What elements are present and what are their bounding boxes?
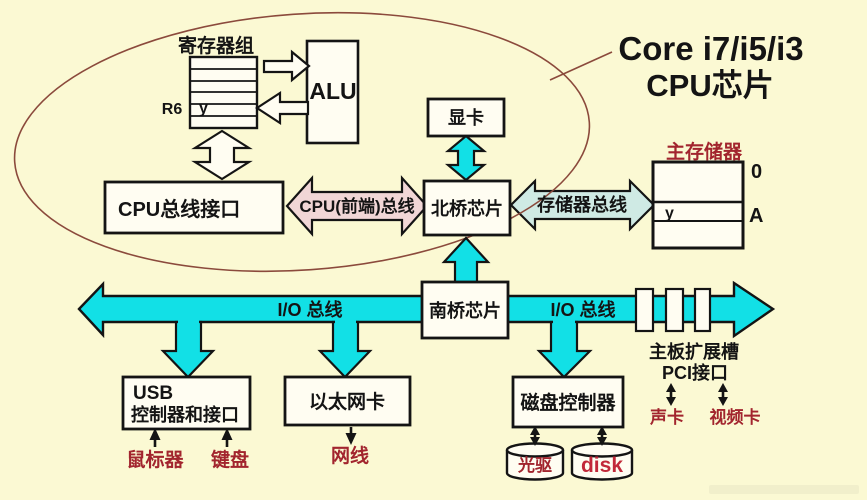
usb-label-line1: USB [133,383,173,404]
video-card-label: 视频卡 [710,407,761,427]
io-to-ethernet-arrow [317,320,373,379]
optical-drive-label: 光驱 [517,455,552,475]
junction-patch [335,319,356,324]
pci-slot-2 [664,287,685,333]
network-cable-arrow [345,427,357,445]
io-bus-label-right: I/O 总线 [550,299,615,320]
cpu-bus-interface-label: CPU总线接口 [118,197,240,221]
graphics-card-label: 显卡 [448,107,484,128]
cpu-bus-interface-box [103,180,285,235]
memory-address-row: A [749,205,763,227]
reg-businterface-arrow [191,129,253,181]
southbridge-label: 南桥芯片 [429,300,501,321]
main-memory-label: 主存储器 [666,140,743,163]
reg-to-alu-arrow [262,49,311,83]
graphics-card-box [426,97,506,138]
keyboard-label: 键盘 [210,448,249,471]
south-north-arrow [441,236,491,285]
disk-label: disk [581,454,623,477]
alu-box [305,39,360,145]
cpu-chip-ellipse [13,11,591,273]
memory-bus-label: 存储器总线 [537,194,627,215]
optical-drive-cylinder [505,442,565,481]
watermark [709,485,859,494]
southbridge-box [420,280,510,340]
gfx-northbridge-arrow [444,134,488,182]
junction-patch [178,319,199,324]
ethernet-card-box [283,375,412,427]
title-line1: Core i7/i5/i3 [618,30,803,67]
io-to-diskctl-arrow [536,320,593,379]
alu-to-reg-arrow [254,90,310,126]
register-value: y [199,100,208,117]
io-to-usb-arrow [160,320,216,379]
disk-controller-label: 磁盘控制器 [520,391,616,414]
expansion-slot-label-line1: 主板扩展槽 [649,341,739,362]
mouse-arrow [149,428,161,447]
northbridge-label: 北桥芯片 [431,198,503,219]
northbridge-box [422,179,512,237]
disk-link-arrow [597,426,607,446]
mouse-label: 鼠标器 [126,448,184,471]
pci-slot-1 [634,287,655,333]
register-file-rows [190,68,257,117]
usb-label-line2: 控制器和接口 [131,404,239,425]
junction-patch [553,319,575,324]
sound-card-link-arrow [666,383,676,406]
io-bus-label-left: I/O 总线 [277,299,342,320]
ethernet-card-label: 以太网卡 [309,390,385,413]
cpu-chip-callout-line [549,51,613,81]
memory-address-top: 0 [751,161,762,183]
alu-label: ALU [309,78,356,104]
disk-cylinder [570,442,634,481]
register-group-label: 寄存器组 [178,34,254,57]
disk-controller-box [511,375,625,429]
register-name-label: R6 [162,101,183,118]
optical-drive-link-arrow [530,426,540,446]
video-card-link-arrow [718,383,728,406]
sound-card-label: 声卡 [649,407,684,427]
expansion-slot-label-line2: PCI接口 [662,362,728,383]
memory-cell-value: y [665,205,674,222]
main-memory-box [651,160,745,250]
pci-slot-3 [693,287,712,333]
front-side-bus-label: CPU(前端)总线 [299,196,414,216]
keyboard-arrow [221,428,233,447]
title-line2: CPU芯片 [646,68,773,103]
network-cable-label: 网线 [331,444,369,467]
usb-controller-box [121,375,252,431]
